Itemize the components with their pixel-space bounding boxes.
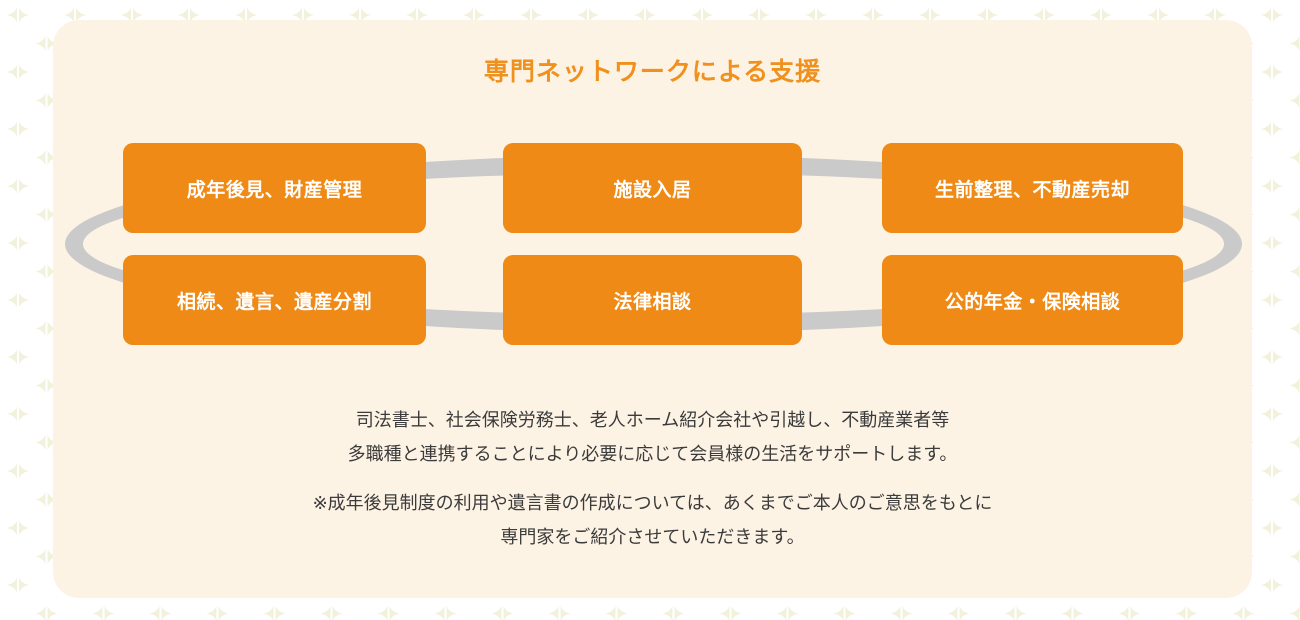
description-line-1: 司法書士、社会保険労務士、老人ホーム紹介会社や引越し、不動産業者等 [355, 410, 950, 430]
network-node: 成年後見、財産管理 [123, 143, 426, 233]
section-title: 専門ネットワークによる支援 [483, 58, 822, 86]
node-label: 相続、遺言、遺産分割 [176, 291, 372, 313]
network-node: 生前整理、不動産売却 [882, 143, 1183, 233]
description-text: 司法書士、社会保険労務士、老人ホーム紹介会社や引越し、不動産業者等 多職種と連携… [53, 403, 1252, 471]
node-label: 生前整理、不動産売却 [934, 179, 1130, 201]
network-node: 相続、遺言、遺産分割 [123, 255, 426, 345]
network-node: 施設入居 [503, 143, 802, 233]
note-line-1: ※成年後見制度の利用や遺言書の作成については、あくまでご本人のご意思をもとに [312, 493, 993, 513]
node-label: 公的年金・保険相談 [944, 291, 1121, 313]
node-label: 成年後見、財産管理 [186, 179, 363, 201]
network-node: 公的年金・保険相談 [882, 255, 1183, 345]
network-support-panel: 専門ネットワークによる支援 成年後見、財産管理 施設入居 生前整理、不動産売却 … [53, 20, 1252, 598]
note-text: ※成年後見制度の利用や遺言書の作成については、あくまでご本人のご意思をもとに 専… [53, 486, 1252, 554]
node-label: 施設入居 [613, 179, 692, 201]
note-line-2: 専門家をご紹介させていただきます。 [500, 527, 805, 547]
network-node: 法律相談 [503, 255, 802, 345]
description-line-2: 多職種と連携することにより必要に応じて会員様の生活をサポートします。 [347, 444, 958, 464]
node-label: 法律相談 [613, 291, 692, 313]
